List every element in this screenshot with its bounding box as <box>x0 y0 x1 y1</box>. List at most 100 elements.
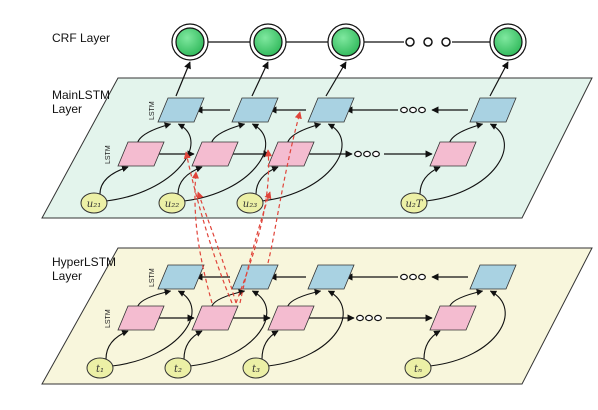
ellipsis-dot <box>405 37 415 47</box>
ellipsis-dot <box>372 150 380 158</box>
input-to-lstm-link <box>419 166 441 195</box>
lstm-cell-bottom <box>429 141 477 167</box>
lstm-vertical-link <box>211 122 246 143</box>
ellipsis-dot <box>423 37 433 47</box>
input-to-lstm-link <box>99 165 129 195</box>
ellipsis-dot <box>409 273 417 281</box>
ellipsis-dot <box>365 314 373 322</box>
input-to-top-lstm-link <box>425 123 505 202</box>
hyper-to-main-dashed-arrow <box>267 111 302 264</box>
input-node: t₃ <box>242 357 270 379</box>
input-node: t₂ <box>164 357 192 379</box>
lstm-cell-top <box>469 97 517 123</box>
lstm-label: LSTM <box>149 101 156 120</box>
input-node: tₙ <box>404 357 432 379</box>
input-node-label: t₁ <box>96 364 104 375</box>
ellipsis-dot <box>409 106 417 114</box>
input-to-top-lstm-link <box>105 123 192 202</box>
lstm-vertical-link <box>137 122 172 143</box>
input-to-top-lstm-link <box>189 290 268 367</box>
input-to-top-lstm-link <box>429 290 506 367</box>
input-node: u₂T <box>400 192 428 214</box>
lstm-label: LSTM <box>105 145 112 164</box>
input-node-label: u₂₃ <box>243 199 257 210</box>
input-node-label: tₙ <box>414 364 422 375</box>
input-to-lstm-link <box>255 166 279 195</box>
lstm-cell-bottom <box>191 305 239 331</box>
lstm-label: LSTM <box>105 309 112 328</box>
input-to-lstm-link <box>423 330 441 360</box>
input-to-lstm-link <box>105 330 129 360</box>
lstm-cell-bottom <box>429 305 477 331</box>
ellipsis-dot <box>418 273 426 281</box>
mainlstm-layer-label: MainLSTM Layer <box>52 88 111 116</box>
crf-node <box>253 27 283 57</box>
lstm-cell-top <box>157 97 205 123</box>
input-node-label: t₂ <box>174 364 182 375</box>
input-to-top-lstm-link <box>111 290 193 367</box>
crf-node <box>493 27 523 57</box>
input-node: u₂₃ <box>236 192 264 214</box>
input-to-lstm-link <box>261 330 279 360</box>
bottom-row-ellipsis <box>354 150 380 158</box>
ellipsis-dot <box>354 150 362 158</box>
input-node-label: t₃ <box>252 364 260 375</box>
hyper-to-main-dashed-arrow <box>196 191 237 304</box>
input-to-lstm-link <box>183 330 203 360</box>
lstm-vertical-link <box>287 122 322 143</box>
ellipsis-dot <box>441 37 451 47</box>
input-node-shape <box>86 357 114 379</box>
ellipsis-dot <box>356 314 364 322</box>
hyper-to-main-dashed-arrow <box>235 149 273 304</box>
bottom-row-ellipsis <box>356 314 382 322</box>
input-node-shape <box>164 357 192 379</box>
hyper-to-main-dashed-arrow <box>239 191 272 304</box>
lstm-cell-bottom <box>267 141 315 167</box>
input-node: u₂₁ <box>80 192 108 214</box>
lstm-cell-top <box>307 97 355 123</box>
input-node: t₁ <box>86 357 114 379</box>
ellipsis-dot <box>363 150 371 158</box>
lstm-to-crf-arrow <box>175 61 191 97</box>
input-node-shape <box>404 357 432 379</box>
lstm-to-crf-arrow <box>489 61 509 97</box>
hyper-to-main-dashed-arrow <box>191 171 213 304</box>
input-node-shape <box>242 357 270 379</box>
input-to-top-lstm-link <box>267 290 344 367</box>
crf-node <box>175 27 205 57</box>
crf-node <box>331 27 361 57</box>
top-row-ellipsis <box>400 273 426 281</box>
lstm-cell-bottom <box>267 305 315 331</box>
input-node: u₂₂ <box>158 192 186 214</box>
crf-layer-label: CRF Layer <box>52 31 111 45</box>
input-to-top-lstm-link <box>183 123 266 202</box>
lstm-cell-top <box>157 264 205 290</box>
input-node-shape <box>236 192 264 214</box>
lstm-cell-top <box>307 264 355 290</box>
input-node-label: u₂₂ <box>165 199 179 210</box>
lstm-to-crf-arrow <box>325 61 347 97</box>
input-to-lstm-link <box>177 165 203 195</box>
ellipsis-dot <box>400 106 408 114</box>
lstm-vertical-link <box>211 289 246 307</box>
input-node-shape <box>400 192 428 214</box>
lstm-to-crf-arrow <box>251 61 269 97</box>
input-node-label: u₂T <box>405 199 423 210</box>
ellipsis-dot <box>400 273 408 281</box>
lstm-vertical-link <box>449 289 484 307</box>
hyper-to-main-dashed-arrow <box>183 151 233 304</box>
lstm-cell-bottom <box>117 141 165 167</box>
input-node-shape <box>158 192 186 214</box>
lstm-vertical-link <box>449 122 484 143</box>
ellipsis-dot <box>374 314 382 322</box>
lstm-label: LSTM <box>149 268 156 287</box>
lstm-cell-top <box>231 97 279 123</box>
lstm-vertical-link <box>137 289 172 307</box>
input-to-top-lstm-link <box>261 123 343 202</box>
lstm-cell-top <box>469 264 517 290</box>
input-node-label: u₂₁ <box>87 199 101 210</box>
input-node-shape <box>80 192 108 214</box>
lstm-cell-bottom <box>117 305 165 331</box>
